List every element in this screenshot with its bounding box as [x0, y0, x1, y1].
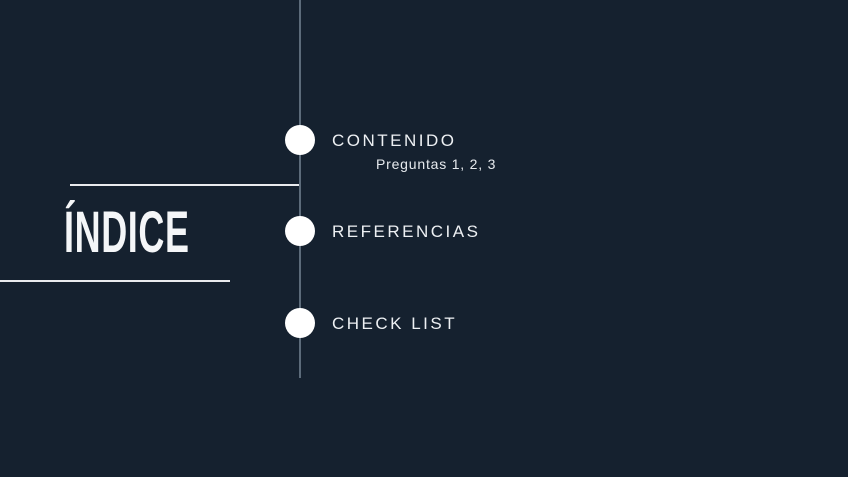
index-item-contenido: CONTENIDO [332, 131, 457, 150]
bullet-circle-referencias [285, 216, 315, 246]
index-item-contenido-subtext: Preguntas 1, 2, 3 [376, 156, 497, 172]
timeline-vertical-line [299, 0, 301, 378]
bullet-circle-checklist [285, 308, 315, 338]
bullet-circle-contenido [285, 125, 315, 155]
index-item-checklist: CHECK LIST [332, 314, 458, 333]
title-underline [0, 280, 230, 282]
index-item-referencias: REFERENCIAS [332, 222, 481, 241]
page-title: ÍNDICE [64, 200, 190, 265]
title-overline [70, 184, 299, 186]
